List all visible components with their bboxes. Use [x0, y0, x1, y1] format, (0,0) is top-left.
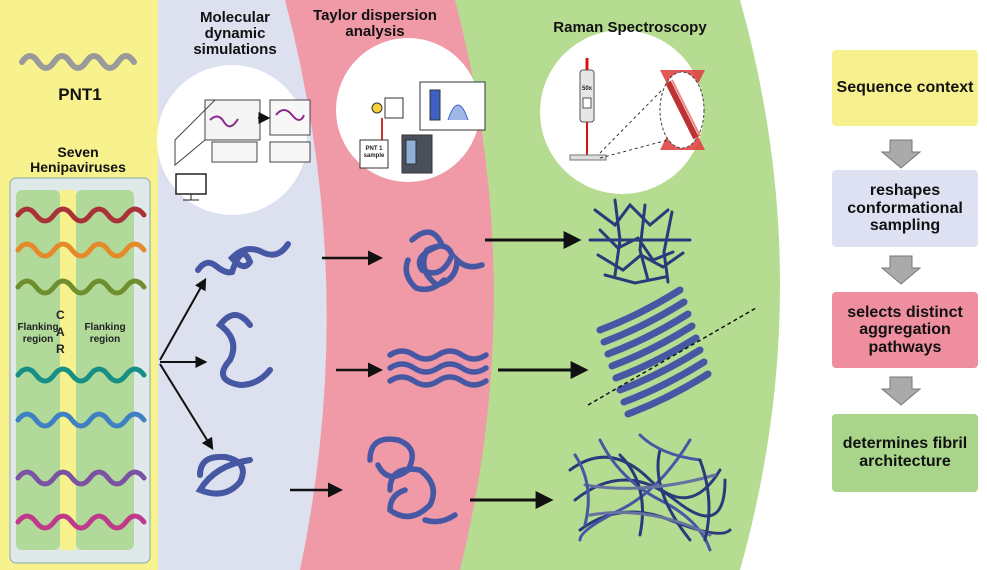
objective-label: 50x	[581, 86, 592, 92]
md-conformers	[195, 241, 291, 497]
md-title: Molecular dynamic simulations	[193, 9, 277, 59]
henipavirus-strands	[15, 206, 147, 531]
flank-right-label: Flanking region	[84, 322, 126, 345]
tda-title: Taylor dispersion analysis	[313, 7, 437, 41]
pnt-sample-label: PNT 1 sample	[363, 146, 385, 159]
tda-inset-sketch	[359, 81, 486, 174]
flow-arrows	[880, 139, 922, 406]
raman-inset-sketch	[569, 58, 705, 161]
strand-3	[15, 278, 147, 296]
raman-title: Raman Spectroscopy	[553, 19, 707, 36]
car-letter-c: C	[56, 308, 65, 322]
strand-7	[15, 513, 147, 531]
flow-step-selects: selects distinct aggregation pathways	[832, 292, 978, 368]
flank-left-label: Flanking region	[17, 322, 59, 345]
pnt1-title: PNT1	[58, 85, 102, 104]
fibril-axis	[587, 307, 757, 406]
fibril-ribbons	[596, 286, 712, 418]
strand-2	[15, 241, 147, 259]
md-inset-sketch	[174, 99, 311, 201]
flow-step-determines: determines fibril architecture	[832, 414, 978, 492]
md-to-tda-arrows	[290, 250, 383, 498]
strand-4	[15, 366, 147, 384]
tda-to-raman-arrows	[470, 231, 589, 509]
car-letter-r: R	[56, 342, 65, 356]
strand-1	[15, 206, 147, 224]
pnt1-strand	[19, 53, 137, 71]
henipavirus-title: Seven Henipaviruses	[30, 144, 126, 176]
strand-6	[15, 469, 147, 487]
branch-arrows	[159, 277, 214, 451]
strand-5	[15, 411, 147, 429]
flow-step-reshapes: reshapes conformational sampling	[832, 170, 978, 247]
fibril-mesh	[568, 433, 732, 552]
flow-step-sequence: Sequence context	[832, 50, 978, 126]
fibril-network	[588, 198, 692, 285]
tda-aggregates	[367, 229, 489, 525]
car-letter-a: A	[56, 325, 65, 339]
